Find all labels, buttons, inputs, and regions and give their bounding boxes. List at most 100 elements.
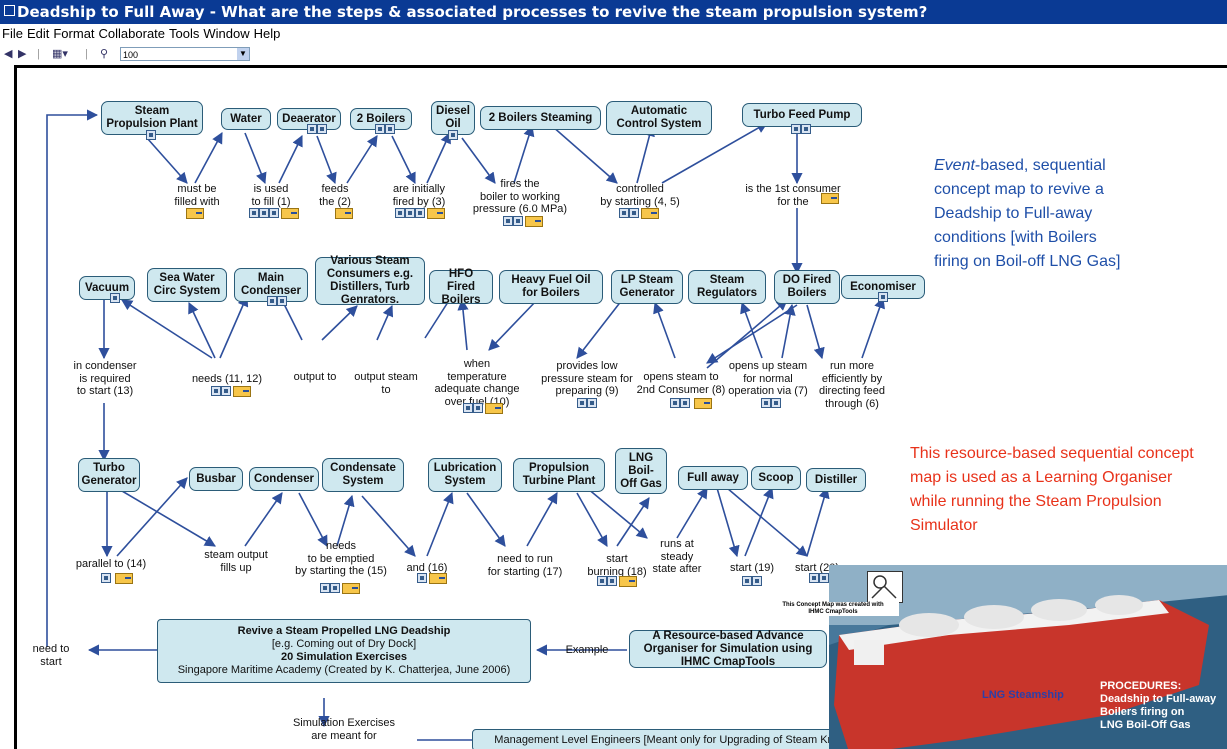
forward-arrow-icon[interactable]: ▶ bbox=[18, 48, 27, 60]
concept-sea-water-circ-system[interactable]: Sea Water Circ System bbox=[147, 268, 227, 302]
resource-icon[interactable] bbox=[146, 130, 156, 140]
resource-icon[interactable] bbox=[809, 573, 819, 583]
resource-icon[interactable] bbox=[821, 193, 839, 204]
concept-economiser[interactable]: Economiser bbox=[841, 275, 925, 299]
concept-turbo-feed-pump[interactable]: Turbo Feed Pump bbox=[742, 103, 862, 127]
resource-icon[interactable] bbox=[342, 583, 360, 594]
concept-condenser[interactable]: Condenser bbox=[249, 467, 319, 491]
concept-busbar[interactable]: Busbar bbox=[189, 467, 243, 491]
chevron-down-icon[interactable]: ▼ bbox=[237, 48, 249, 60]
concept-lubrication-system[interactable]: Lubrication System bbox=[428, 458, 502, 492]
resource-icon[interactable] bbox=[267, 296, 277, 306]
resource-icon[interactable] bbox=[186, 208, 204, 219]
resource-icon[interactable] bbox=[259, 208, 269, 218]
resource-icon[interactable] bbox=[629, 208, 639, 218]
resource-icon[interactable] bbox=[335, 208, 353, 219]
resource-icon[interactable] bbox=[330, 583, 340, 593]
resource-icon[interactable] bbox=[110, 293, 120, 303]
concept-turbo-generator[interactable]: Turbo Generator bbox=[78, 458, 140, 492]
concept-condensate-system[interactable]: Condensate System bbox=[322, 458, 404, 492]
resource-icon[interactable] bbox=[221, 386, 231, 396]
resource-icon[interactable] bbox=[801, 124, 811, 134]
resource-icon[interactable] bbox=[405, 208, 415, 218]
concept-water[interactable]: Water bbox=[221, 108, 271, 130]
resource-icon[interactable] bbox=[317, 124, 327, 134]
resource-icon[interactable] bbox=[752, 576, 762, 586]
concept-lng-boil-off-gas[interactable]: LNG Boil-Off Gas bbox=[615, 448, 667, 494]
resource-icon[interactable] bbox=[525, 216, 543, 227]
concept-2-boilers-steaming[interactable]: 2 Boilers Steaming bbox=[480, 106, 601, 130]
resource-icon[interactable] bbox=[597, 576, 607, 586]
resource-icon[interactable] bbox=[670, 398, 680, 408]
resource-icon[interactable] bbox=[791, 124, 801, 134]
concept-revive-lng-deadship[interactable]: Revive a Steam Propelled LNG Deadship [e… bbox=[157, 619, 531, 683]
menu-file[interactable]: File bbox=[2, 26, 23, 41]
resource-icon[interactable] bbox=[320, 583, 330, 593]
concept-resource-based-organiser[interactable]: A Resource-based Advance Organiser for S… bbox=[629, 630, 827, 668]
resource-icon[interactable] bbox=[473, 403, 483, 413]
resource-icon[interactable] bbox=[641, 208, 659, 219]
resource-icon[interactable] bbox=[503, 216, 513, 226]
menu-tools[interactable]: Tools bbox=[169, 26, 200, 41]
resource-icon[interactable] bbox=[742, 576, 752, 586]
resource-icon[interactable] bbox=[607, 576, 617, 586]
window-icon[interactable] bbox=[4, 5, 15, 16]
resource-icon[interactable] bbox=[249, 208, 259, 218]
concept-propulsion-turbine-plant[interactable]: Propulsion Turbine Plant bbox=[513, 458, 605, 492]
menu-window[interactable]: Window bbox=[203, 26, 250, 41]
concept-distiller[interactable]: Distiller bbox=[806, 468, 866, 492]
resource-icon[interactable] bbox=[694, 398, 712, 409]
concept-steam-regulators[interactable]: Steam Regulators bbox=[688, 270, 766, 304]
concept-scoop[interactable]: Scoop bbox=[751, 466, 801, 490]
menu-collaborate[interactable]: Collaborate bbox=[98, 26, 166, 41]
concept-various-steam-consumers[interactable]: Various Steam Consumers e.g. Distillers,… bbox=[315, 255, 425, 306]
concept-2-boilers[interactable]: 2 Boilers bbox=[350, 108, 412, 130]
concept-full-away[interactable]: Full away bbox=[678, 466, 748, 490]
resource-icon[interactable] bbox=[448, 130, 458, 140]
concept-do-fired-boilers[interactable]: DO Fired Boilers bbox=[774, 270, 840, 304]
resource-icon[interactable] bbox=[115, 573, 133, 584]
resource-icon[interactable] bbox=[819, 573, 829, 583]
resource-icon[interactable] bbox=[277, 296, 287, 306]
concept-hfo-fired-boilers[interactable]: HFO Fired Boilers bbox=[429, 268, 493, 306]
resource-icon[interactable] bbox=[619, 208, 629, 218]
zoom-icon[interactable]: ⚲ bbox=[100, 48, 109, 60]
resource-icon[interactable] bbox=[463, 403, 473, 413]
resource-icon[interactable] bbox=[485, 403, 503, 414]
resource-icon[interactable] bbox=[417, 573, 427, 583]
resource-icon[interactable] bbox=[427, 208, 445, 219]
resource-icon[interactable] bbox=[771, 398, 781, 408]
concept-heavy-fuel-oil-for-boilers[interactable]: Heavy Fuel Oil for Boilers bbox=[499, 270, 603, 304]
concept-main-condenser[interactable]: Main Condenser bbox=[234, 268, 308, 302]
zoom-select[interactable]: 100▼ bbox=[120, 47, 250, 61]
resource-icon[interactable] bbox=[233, 386, 251, 397]
resource-icon[interactable] bbox=[395, 208, 405, 218]
back-arrow-icon[interactable]: ◀ bbox=[4, 48, 13, 60]
concept-map-canvas[interactable]: Steam Propulsion Plant Water Deaerator 2… bbox=[14, 65, 1227, 749]
resource-icon[interactable] bbox=[385, 124, 395, 134]
menu-help[interactable]: Help bbox=[253, 26, 281, 41]
resource-icon[interactable] bbox=[761, 398, 771, 408]
resource-icon[interactable] bbox=[513, 216, 523, 226]
resource-icon[interactable] bbox=[619, 576, 637, 587]
resource-icon[interactable] bbox=[415, 208, 425, 218]
resource-icon[interactable] bbox=[269, 208, 279, 218]
resource-icon[interactable] bbox=[375, 124, 385, 134]
resource-icon[interactable] bbox=[680, 398, 690, 408]
resource-icon[interactable] bbox=[281, 208, 299, 219]
concept-management-level-engineers[interactable]: Management Level Engineers [Meant only f… bbox=[472, 729, 900, 749]
menu-format[interactable]: Format bbox=[53, 26, 95, 41]
concept-lp-steam-generator[interactable]: LP Steam Generator bbox=[611, 270, 683, 304]
menu-edit[interactable]: Edit bbox=[26, 26, 50, 41]
view-menu-icon[interactable]: ▦▾ bbox=[52, 48, 68, 60]
concept-steam-propulsion-plant[interactable]: Steam Propulsion Plant bbox=[101, 101, 203, 135]
resource-icon[interactable] bbox=[211, 386, 221, 396]
resource-icon[interactable] bbox=[307, 124, 317, 134]
resource-icon[interactable] bbox=[577, 398, 587, 408]
concept-automatic-control-system[interactable]: Automatic Control System bbox=[606, 101, 712, 135]
resource-icon[interactable] bbox=[587, 398, 597, 408]
resource-icon[interactable] bbox=[101, 573, 111, 583]
resource-icon[interactable] bbox=[429, 573, 447, 584]
concept-vacuum[interactable]: Vacuum bbox=[79, 276, 135, 300]
resource-icon[interactable] bbox=[878, 292, 888, 302]
